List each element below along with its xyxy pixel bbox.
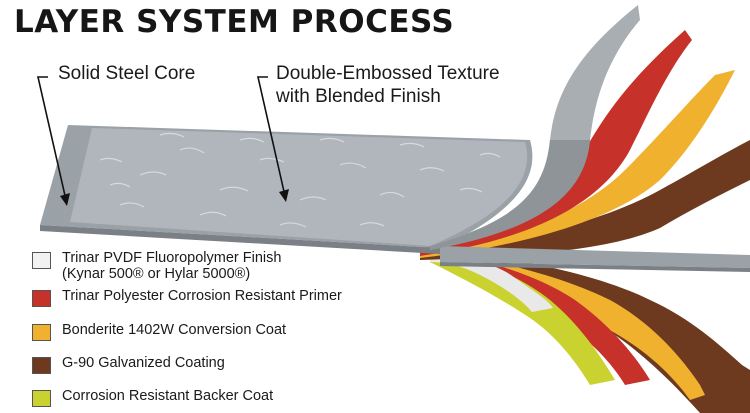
legend-label-line1: Trinar PVDF Fluoropolymer Finish [62, 250, 282, 266]
finish-curl-shadow [430, 140, 590, 250]
legend-label: G-90 Galvanized Coating [62, 355, 225, 371]
layer-orange-upper [420, 70, 735, 258]
legend-swatch [32, 290, 51, 307]
callout-texture-line1: Double-Embossed Texture [276, 63, 500, 84]
layer-red-upper [420, 30, 692, 256]
legend-swatch [32, 357, 51, 374]
legend-swatch [32, 252, 51, 269]
callout-arrow-core [60, 193, 70, 206]
legend-swatch [32, 324, 51, 341]
legend-label: Bonderite 1402W Conversion Coat [62, 322, 287, 338]
callout-solid-steel-core: Solid Steel Core [58, 62, 195, 85]
embossed-texture-surface [70, 128, 528, 246]
callout-embossed-texture: Double-Embossed Texture with Blended Fin… [276, 62, 500, 108]
texture-strokes [99, 132, 501, 228]
legend-label: Trinar PVDF Fluoropolymer Finish (Kynar … [62, 250, 281, 282]
legend-label-line2: (Kynar 500® or Hylar 5000®) [62, 266, 251, 282]
legend-label: Trinar Polyester Corrosion Resistant Pri… [62, 288, 342, 304]
callout-arrow-texture [279, 189, 289, 202]
callout-texture-line2: with Blended Finish [276, 86, 441, 107]
diagram-title: LAYER SYSTEM PROCESS [14, 4, 455, 40]
steel-core-edge [40, 225, 440, 254]
legend-label: Corrosion Resistant Backer Coat [62, 388, 274, 404]
callout-core-text: Solid Steel Core [58, 63, 196, 84]
steel-base-strip [440, 246, 750, 268]
callout-line-core [36, 76, 67, 201]
callout-line-texture [256, 76, 286, 197]
layer-green-lower [430, 250, 615, 385]
legend-swatch [32, 390, 51, 407]
steel-base-edge [440, 262, 750, 272]
finish-curl [430, 5, 640, 250]
